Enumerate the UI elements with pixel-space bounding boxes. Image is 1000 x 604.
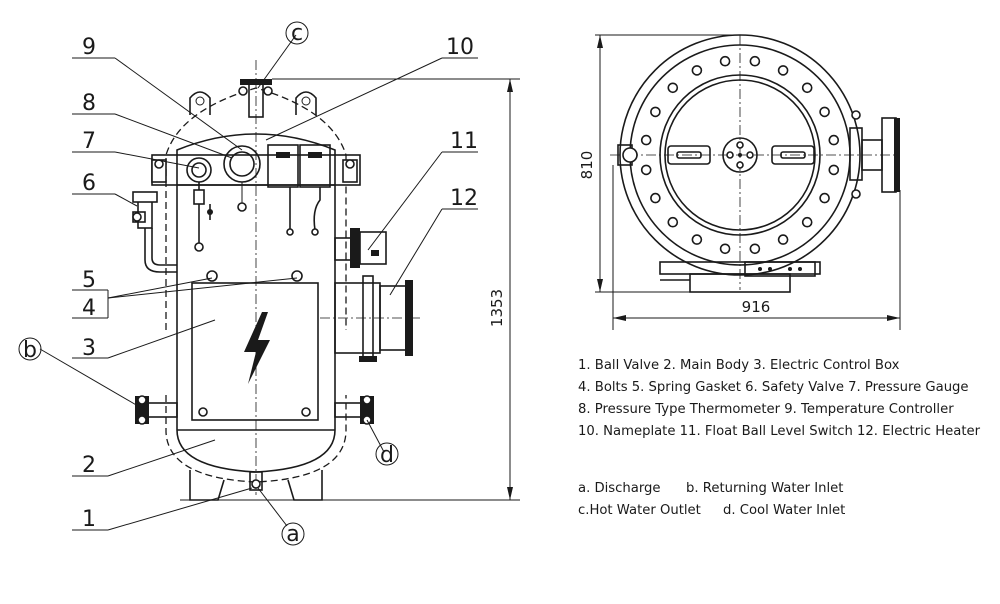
callout-8: 8 bbox=[82, 91, 96, 116]
cool-water-inlet bbox=[334, 395, 374, 425]
flange-bolt bbox=[667, 216, 679, 228]
flange-bolt bbox=[719, 243, 731, 255]
callout-2: 2 bbox=[82, 453, 96, 478]
flange-bolt bbox=[777, 234, 789, 245]
flange-bolt bbox=[640, 134, 652, 146]
flange-bolt bbox=[640, 164, 652, 176]
legend-b: b. Returning Water Inlet bbox=[686, 481, 844, 496]
legend-line-1: 1. Ball Valve 2. Main Body 3. Electric C… bbox=[578, 358, 900, 373]
flange-bolt bbox=[828, 164, 840, 176]
flange-bolt bbox=[828, 134, 840, 146]
legend-connections-row-2: c.Hot Water Outlet d. Cool Water Inlet bbox=[578, 503, 988, 525]
dimension-810: 810 bbox=[578, 151, 596, 180]
legend: 1. Ball Valve 2. Main Body 3. Electric C… bbox=[578, 358, 988, 446]
callout-a-circle bbox=[281, 522, 305, 546]
callout-10: 10 bbox=[446, 35, 474, 60]
flange-bolt bbox=[719, 55, 731, 67]
callout-9: 9 bbox=[82, 35, 96, 60]
flange-bolt bbox=[819, 192, 830, 204]
front-view bbox=[132, 60, 520, 501]
flange-bolt bbox=[749, 243, 761, 255]
float-level-switch bbox=[334, 228, 387, 268]
lifting-lugs bbox=[189, 91, 317, 115]
callout-6: 6 bbox=[82, 171, 96, 196]
legend-line-4: 10. Nameplate 11. Float Ball Level Switc… bbox=[578, 424, 981, 439]
bolt-ring bbox=[640, 55, 840, 255]
callout-5: 5 bbox=[82, 268, 96, 293]
legend-d: d. Cool Water Inlet bbox=[723, 503, 846, 518]
flange-bolt bbox=[801, 216, 813, 228]
support-legs bbox=[180, 470, 520, 501]
flange-bolt bbox=[691, 234, 703, 245]
legend-line-2: 4. Bolts 5. Spring Gasket 6. Safety Valv… bbox=[578, 380, 969, 395]
dimension-916: 916 bbox=[742, 298, 771, 316]
flange-bolt bbox=[777, 65, 789, 76]
flange-bolt bbox=[749, 55, 761, 67]
callout-leaders bbox=[39, 34, 478, 531]
callout-c-circle bbox=[285, 21, 309, 45]
top-view: 810 916 bbox=[578, 34, 901, 330]
callout-1: 1 bbox=[82, 507, 96, 532]
electric-heater bbox=[320, 275, 420, 362]
flange-bolt bbox=[650, 106, 661, 118]
top-flange bbox=[151, 154, 361, 186]
legend-connections-row-1: a. Discharge b. Returning Water Inlet bbox=[578, 481, 988, 503]
flange-bolt bbox=[691, 65, 703, 76]
flange-bolt bbox=[801, 82, 813, 94]
callout-11: 11 bbox=[450, 129, 478, 154]
callout-d-circle bbox=[375, 442, 399, 466]
callout-4: 4 bbox=[82, 296, 96, 321]
callout-12: 12 bbox=[450, 186, 478, 211]
legend-a: a. Discharge bbox=[578, 481, 661, 496]
callout-3: 3 bbox=[82, 336, 96, 361]
returning-water-inlet bbox=[135, 395, 178, 425]
legend-connections: a. Discharge b. Returning Water Inlet c.… bbox=[578, 481, 988, 525]
electric-control-box bbox=[191, 270, 319, 421]
height-dimension bbox=[507, 79, 513, 500]
callout-c: c bbox=[291, 21, 303, 46]
flange-bolt bbox=[650, 192, 661, 204]
legend-c: c.Hot Water Outlet bbox=[578, 503, 701, 518]
lightning-icon bbox=[244, 312, 270, 384]
gauges bbox=[186, 144, 331, 252]
hot-water-outlet-pipe bbox=[238, 60, 520, 495]
flange-bolt bbox=[819, 106, 830, 118]
dimension-1353: 1353 bbox=[488, 289, 506, 327]
callout-b: b bbox=[23, 338, 37, 363]
callout-labels: 9 8 7 6 5 4 3 2 1 10 11 12 b c a d 1353 bbox=[18, 21, 506, 547]
flange-bolt bbox=[667, 82, 679, 94]
callout-a: a bbox=[286, 522, 299, 547]
safety-valve bbox=[132, 191, 177, 273]
callout-d: d bbox=[380, 443, 394, 468]
callout-b-circle bbox=[18, 337, 42, 361]
callout-7: 7 bbox=[82, 129, 96, 154]
legend-line-3: 8. Pressure Type Thermometer 9. Temperat… bbox=[578, 402, 954, 417]
